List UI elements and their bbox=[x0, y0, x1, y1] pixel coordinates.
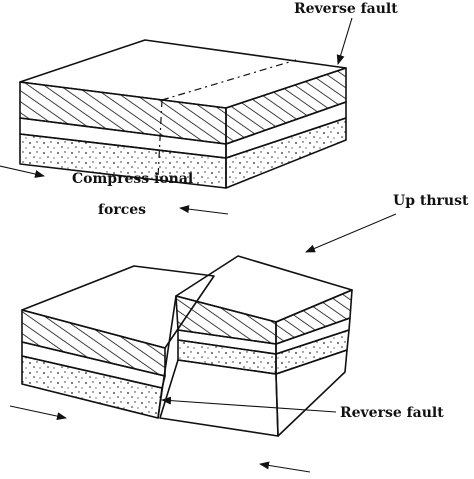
top-block bbox=[19, 39, 347, 189]
footwall-hatched-layer bbox=[22, 310, 165, 376]
hanging-wall-hatched-layer bbox=[176, 296, 276, 344]
label-reverse-fault-bottom: Reverse fault bbox=[340, 405, 444, 421]
top-block-side-hatched bbox=[226, 68, 346, 144]
future-fault-trace-top bbox=[161, 59, 297, 101]
top-block-side-dotted bbox=[226, 118, 346, 188]
label-compressional-line1: Compress ional bbox=[72, 171, 193, 187]
future-fault-trace-front bbox=[157, 99, 163, 179]
arrow-reverse-fault-bottom bbox=[161, 396, 337, 413]
arrow-compression-right-bottom bbox=[259, 461, 311, 473]
label-reverse-fault-top: Reverse fault bbox=[294, 1, 398, 17]
footwall-dotted-layer bbox=[22, 356, 162, 418]
label-up-thrust: Up thrust bbox=[393, 193, 469, 209]
arrow-reverse-fault-top bbox=[336, 17, 353, 65]
arrow-compression-left-bottom bbox=[9, 405, 67, 421]
hanging-wall-lower-side bbox=[275, 349, 348, 437]
top-block-dotted-layer bbox=[20, 134, 226, 188]
hanging-wall-block bbox=[159, 255, 353, 437]
arrow-compression-left-top bbox=[0, 165, 45, 178]
hanging-wall-dotted-layer bbox=[178, 340, 276, 374]
top-block-hatched-layer bbox=[20, 82, 226, 144]
hanging-wall-lower-front bbox=[159, 359, 279, 437]
label-compressional-line2: forces bbox=[98, 202, 146, 218]
arrow-compression-right-top bbox=[179, 205, 229, 215]
arrow-up-thrust bbox=[305, 213, 397, 253]
fault-plane-edge bbox=[157, 295, 177, 419]
hanging-wall-side-hatched bbox=[276, 290, 352, 344]
hanging-wall-side-dotted bbox=[276, 330, 349, 374]
